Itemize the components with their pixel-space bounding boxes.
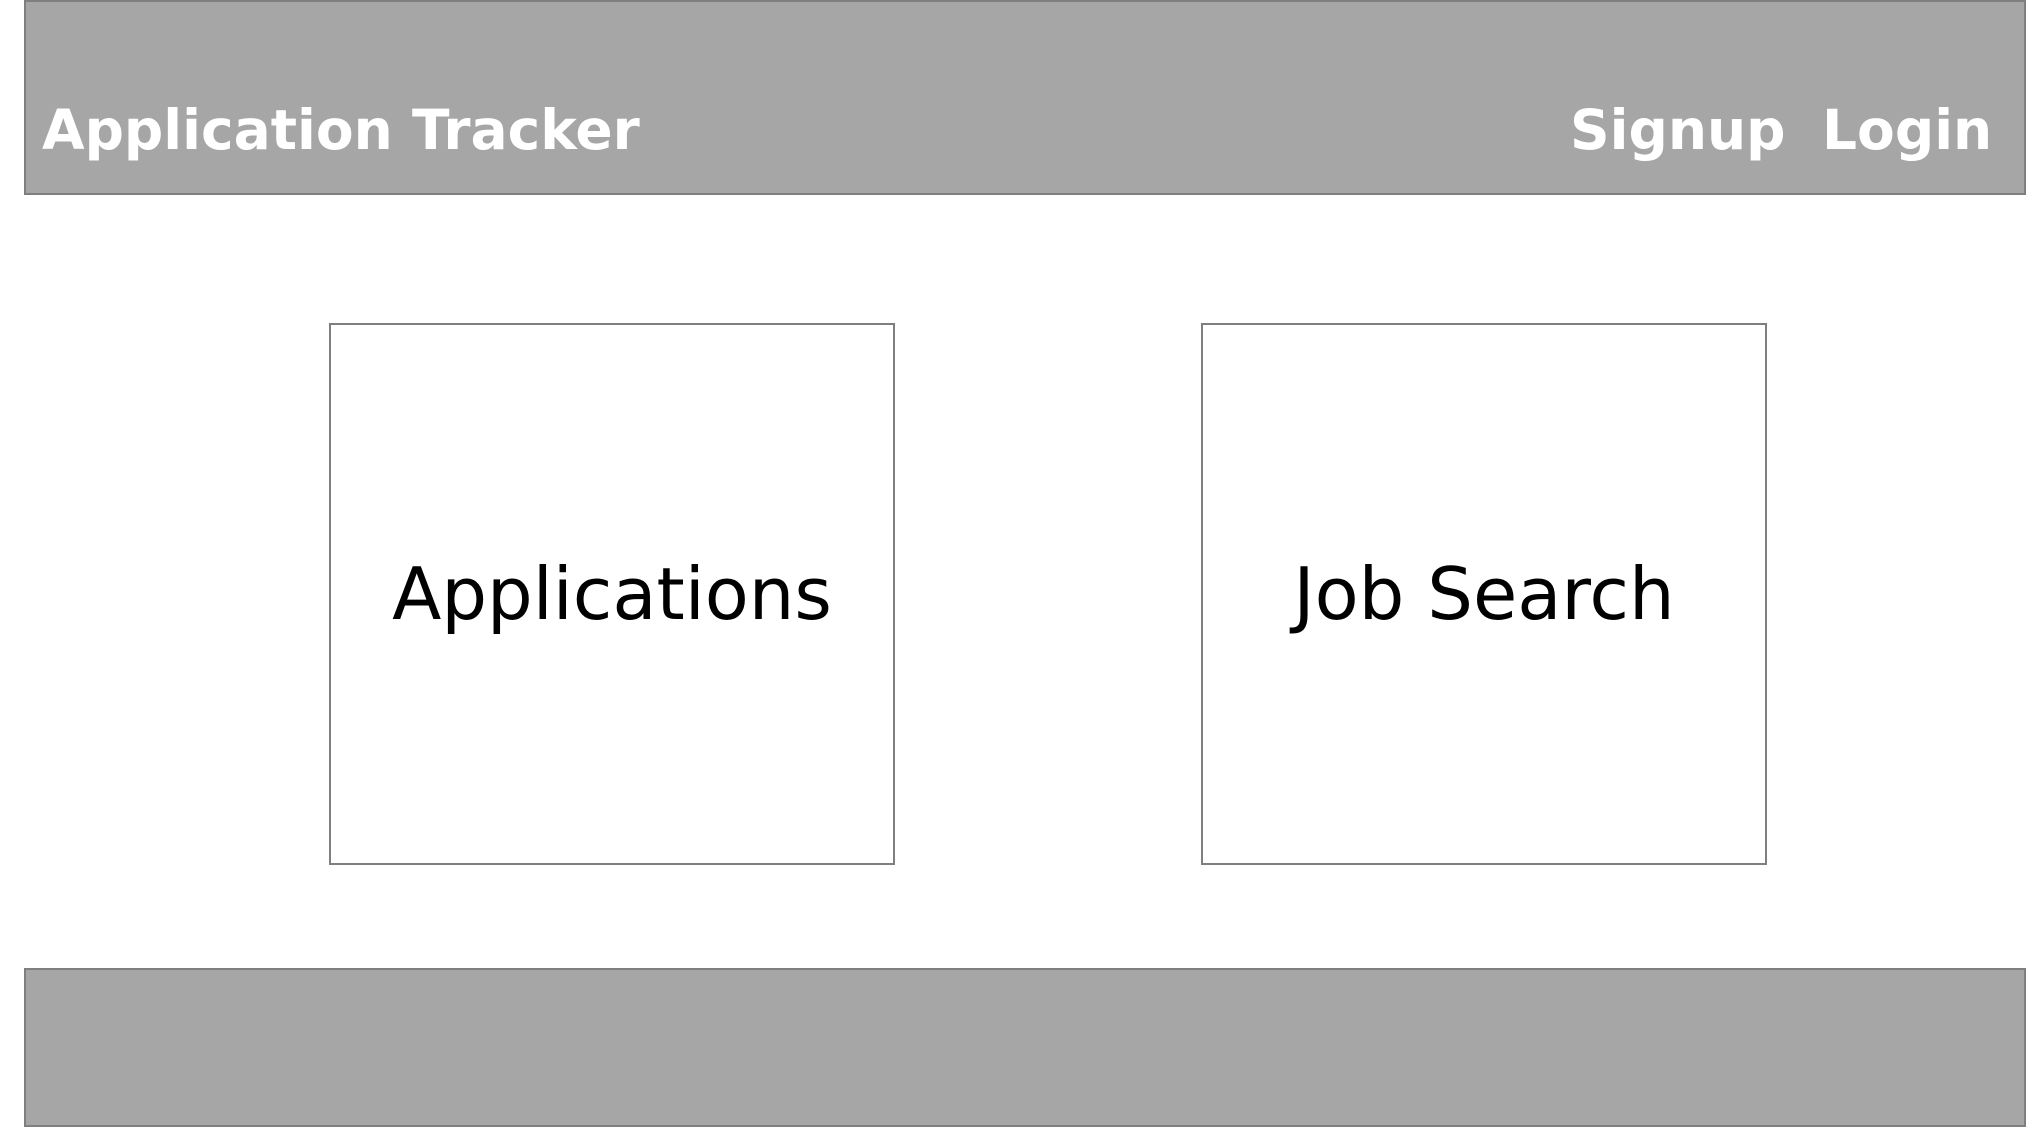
login-link[interactable]: Login — [1822, 98, 1993, 162]
app-title: Application Tracker — [42, 98, 640, 162]
top-nav-bar: Application Tracker Signup Login — [24, 0, 2026, 195]
job-search-tile-label: Job Search — [1293, 552, 1675, 636]
applications-tile-label: Applications — [392, 552, 832, 636]
job-search-tile[interactable]: Job Search — [1201, 323, 1767, 865]
footer-bar — [24, 968, 2026, 1127]
signup-link[interactable]: Signup — [1570, 98, 1786, 162]
applications-tile[interactable]: Applications — [329, 323, 895, 865]
